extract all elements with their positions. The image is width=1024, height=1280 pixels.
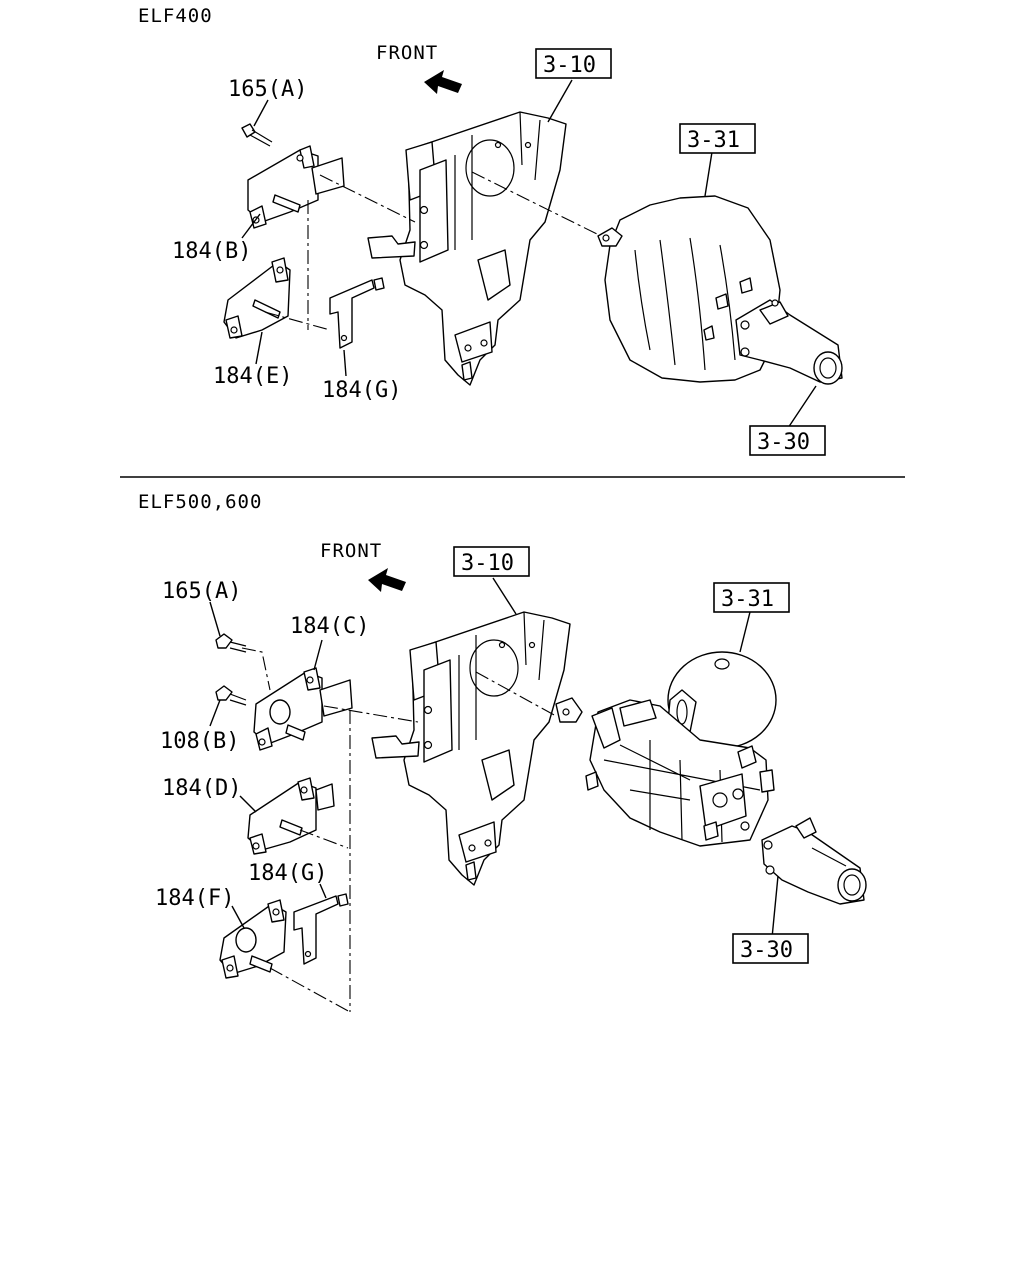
ref-label: 3-31 — [687, 128, 740, 153]
ref-box-3-30: 3-30 — [732, 933, 809, 964]
bracket-g — [293, 893, 349, 965]
hydraulic-booster — [555, 651, 777, 847]
label-184e: 184(E) — [213, 364, 292, 389]
label-108b: 108(B) — [160, 729, 239, 754]
ref-box-3-31: 3-31 — [679, 123, 756, 154]
label-184g: 184(G) — [248, 861, 327, 886]
bolt-icon — [215, 633, 247, 653]
section-elf500-600: ELF500,600 FRONT — [138, 491, 867, 1013]
brake-booster — [597, 195, 843, 385]
front-arrow-icon — [424, 70, 462, 94]
label-184f: 184(F) — [155, 886, 234, 911]
label-184b: 184(B) — [172, 239, 251, 264]
front-label: FRONT — [320, 540, 382, 562]
bracket-c — [253, 667, 353, 751]
bolt-icon — [215, 685, 247, 706]
section-elf400: ELF400 FRONT — [138, 5, 843, 456]
pedal-bracket — [367, 111, 567, 386]
ref-label: 3-10 — [461, 551, 514, 576]
ref-label: 3-30 — [757, 430, 810, 455]
label-165a: 165(A) — [228, 77, 307, 102]
ref-box-3-31: 3-31 — [713, 582, 790, 613]
ref-label: 3-31 — [721, 587, 774, 612]
bracket-d — [247, 777, 335, 855]
ref-box-3-30: 3-30 — [749, 425, 826, 456]
bracket-e — [223, 257, 291, 339]
section-title: ELF400 — [138, 5, 213, 27]
ref-box-3-10: 3-10 — [535, 48, 612, 79]
front-arrow-icon — [368, 568, 406, 592]
ref-box-3-10: 3-10 — [453, 546, 530, 577]
ref-label: 3-10 — [543, 53, 596, 78]
section-title: ELF500,600 — [138, 491, 262, 513]
bolt-icon — [241, 123, 273, 147]
bracket-b — [247, 145, 345, 229]
label-165a: 165(A) — [162, 579, 241, 604]
label-184c: 184(C) — [290, 614, 369, 639]
bracket-g — [329, 277, 385, 349]
label-184d: 184(D) — [162, 776, 241, 801]
front-label: FRONT — [376, 42, 438, 64]
bracket-f — [219, 899, 287, 979]
ref-label: 3-30 — [740, 938, 793, 963]
pedal-bracket — [371, 611, 571, 886]
master-cylinder — [761, 817, 867, 905]
label-184g: 184(G) — [322, 378, 401, 403]
